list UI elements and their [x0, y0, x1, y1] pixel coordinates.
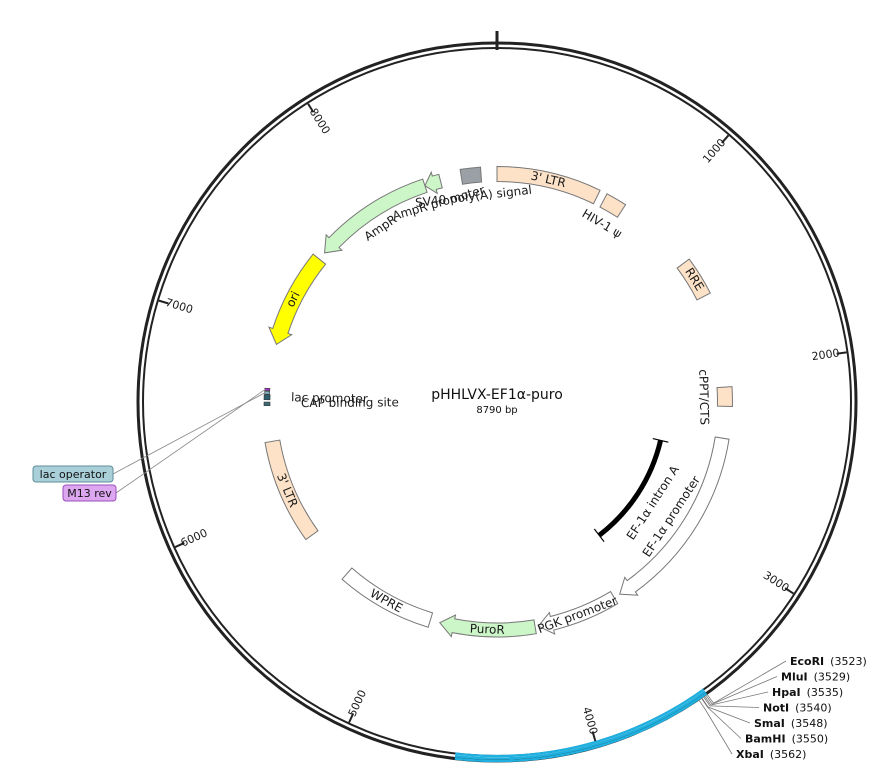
- plasmid-title: pHHLVX-EF1α-puro: [431, 387, 563, 403]
- callout-lac-operator[interactable]: lac operator: [32, 392, 266, 483]
- feature-label: PuroR: [469, 622, 505, 637]
- site-leader-line: [701, 697, 751, 724]
- feature-shape[interactable]: [264, 387, 271, 392]
- site-position: (3529): [814, 671, 851, 684]
- tick-label: 6000: [179, 526, 210, 549]
- site-leader-line: [701, 698, 742, 739]
- feature-shape[interactable]: [537, 590, 619, 635]
- tick-mark: [591, 731, 597, 742]
- feature-shape[interactable]: [264, 439, 319, 541]
- tick-mark: [158, 299, 169, 305]
- feature-label: lac promoter: [291, 390, 368, 406]
- intron-arc-line[interactable]: [597, 439, 663, 538]
- site-noti[interactable]: NotI (3540): [703, 696, 832, 715]
- site-position: (3550): [792, 733, 829, 746]
- feature-shape[interactable]: [438, 614, 537, 638]
- callout-leader-line: [115, 388, 266, 494]
- site-position: (3548): [791, 717, 828, 730]
- tick-mark: [348, 713, 355, 723]
- feature-m13[interactable]: [264, 387, 271, 392]
- feature-shape[interactable]: [263, 401, 271, 407]
- site-leader-line: [698, 699, 733, 755]
- feature-shape[interactable]: [263, 394, 271, 401]
- tick-label: 8000: [307, 106, 333, 137]
- site-xbai[interactable]: XbaI (3562): [698, 699, 807, 761]
- site-hpai[interactable]: HpaI (3535): [704, 686, 844, 706]
- mcs-band-line: [454, 690, 706, 760]
- feature-shape[interactable]: [459, 166, 483, 185]
- intron-end-cap: [652, 437, 669, 443]
- feature-label: ori: [283, 289, 303, 309]
- callout-box[interactable]: [32, 465, 114, 483]
- callout-m13-rev[interactable]: M13 rev: [62, 388, 266, 502]
- tick-mark: [721, 134, 730, 144]
- site-name: BamHI: [745, 733, 786, 746]
- feature-shape[interactable]: [264, 390, 271, 395]
- tick-label: 5000: [346, 688, 370, 719]
- feature-ltr3[interactable]: 3' LTR: [264, 439, 319, 541]
- callout-leader-line: [112, 392, 266, 475]
- plasmid-size: 8790 bp: [476, 405, 517, 416]
- feature-cap[interactable]: CAP binding site: [263, 395, 399, 410]
- feature-shape[interactable]: [716, 386, 733, 407]
- mcs-band-line: [455, 688, 705, 758]
- mcs-band-line: [454, 692, 708, 763]
- feature-shape[interactable]: [268, 253, 327, 346]
- site-name: XbaI: [736, 748, 764, 761]
- tick-label: 7000: [164, 296, 195, 316]
- tick-label: 2000: [811, 346, 841, 363]
- feature-shape[interactable]: [676, 258, 711, 301]
- site-leader-line: [705, 676, 778, 705]
- site-name: HpaI: [772, 686, 801, 699]
- tick-mark: [174, 542, 185, 548]
- site-leader-line: [703, 696, 760, 708]
- site-position: (3523): [830, 655, 867, 668]
- feature-label: 3' LTR: [274, 471, 301, 509]
- feature-puro[interactable]: PuroR: [438, 614, 537, 638]
- feature-lacprom[interactable]: lac promoter: [263, 390, 368, 406]
- site-leader-line: [704, 691, 769, 706]
- tick-mark: [784, 587, 795, 595]
- callout-label: lac operator: [40, 468, 107, 481]
- site-position: (3535): [807, 686, 844, 699]
- feature-label: CAP binding site: [301, 395, 399, 410]
- feature-rre[interactable]: RRE: [676, 258, 711, 301]
- callout-label: M13 rev: [67, 487, 112, 500]
- feature-shape[interactable]: [323, 178, 428, 254]
- site-position: (3562): [770, 748, 807, 761]
- tick-mark: [307, 103, 315, 113]
- feature-shape[interactable]: [424, 170, 443, 195]
- mcs-band: [454, 688, 708, 763]
- site-name: SmaI: [754, 717, 785, 730]
- site-bamhi[interactable]: BamHI (3550): [701, 698, 829, 746]
- feature-ori[interactable]: ori: [268, 253, 327, 346]
- feature-shape[interactable]: [496, 165, 601, 205]
- restriction-sites: EcoRI (3523) MluI (3529) HpaI (3535) NotI (3540…: [698, 655, 867, 761]
- site-name: EcoRI: [790, 655, 824, 668]
- tick-label: 4000: [580, 705, 600, 736]
- feature-cppt[interactable]: cPPT/CTS: [696, 369, 733, 425]
- site-smai[interactable]: SmaI (3548): [701, 697, 828, 730]
- site-position: (3540): [795, 702, 832, 715]
- feature-pgk[interactable]: PGK promoter: [536, 590, 619, 637]
- tick-mark: [836, 351, 847, 355]
- feature-lacop[interactable]: [264, 390, 271, 395]
- tick-label: 3000: [761, 569, 792, 595]
- feature-ltr5[interactable]: 3' LTR: [496, 165, 601, 205]
- site-name: MluI: [781, 671, 808, 684]
- feature-shape[interactable]: [599, 193, 627, 218]
- feature-label: cPPT/CTS: [696, 369, 711, 425]
- feature-shape[interactable]: [619, 436, 730, 596]
- feature-wpre[interactable]: WPRE: [341, 567, 434, 628]
- feature-shape[interactable]: [341, 567, 434, 628]
- site-mlui[interactable]: MluI (3529): [705, 671, 851, 705]
- intron-end-cap: [593, 528, 605, 543]
- callout-box[interactable]: [62, 484, 117, 502]
- feature-label: WPRE: [368, 586, 405, 615]
- site-name: NotI: [763, 702, 789, 715]
